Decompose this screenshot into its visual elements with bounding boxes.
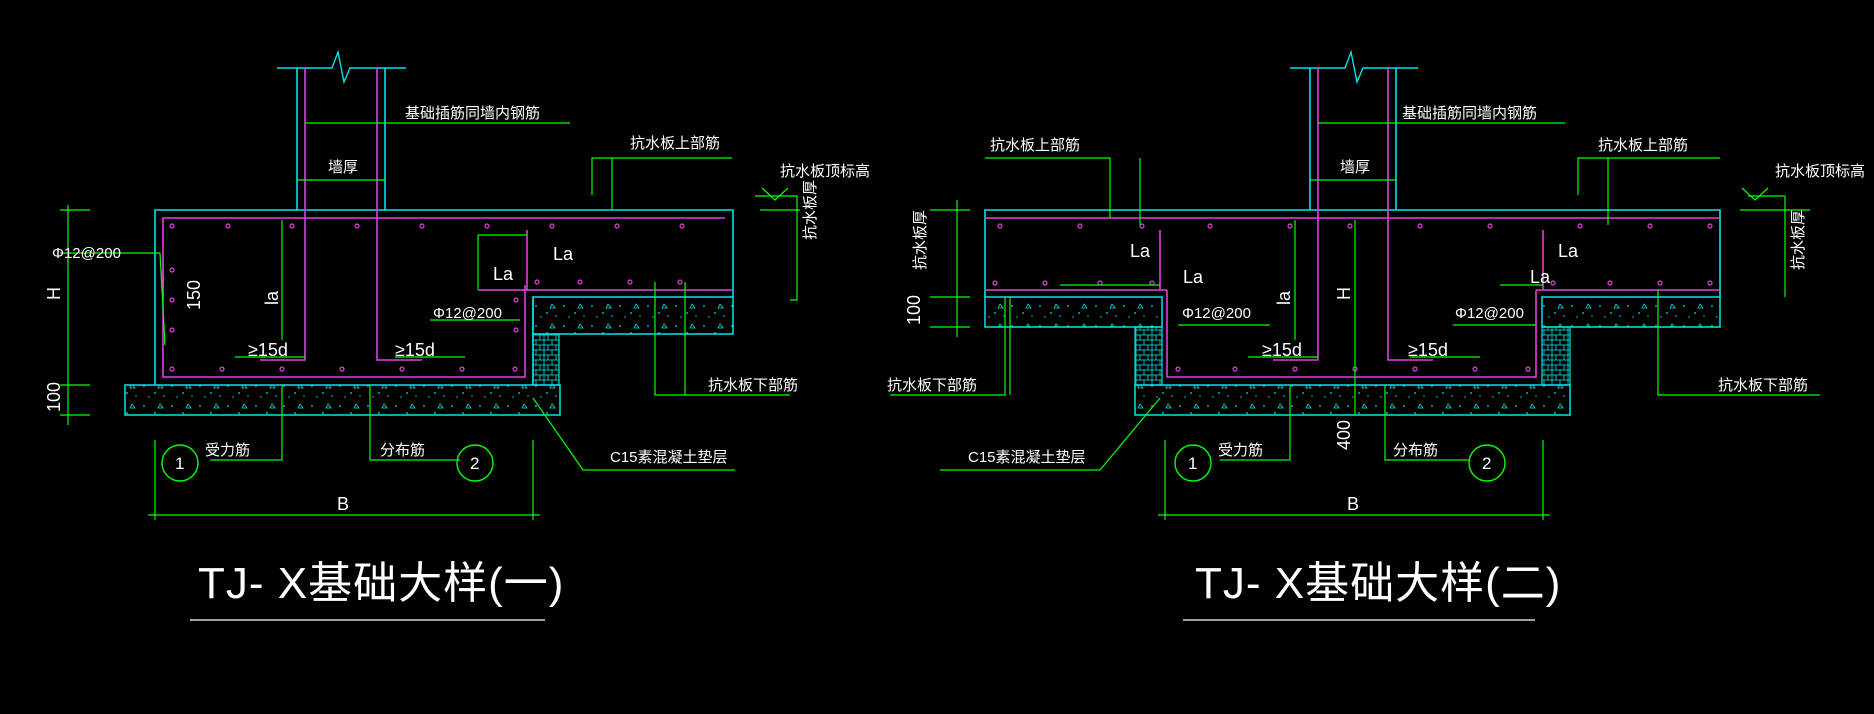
slab-right: [1541, 296, 1721, 328]
label2-wall-thickness: 墙厚: [1340, 159, 1370, 176]
label2-slab-top-elev: 抗水板顶标高: [1775, 162, 1865, 180]
leaders-2: [890, 122, 1820, 621]
detail-2: 基础插筋同墙内钢筋 墙厚 抗水板上部筋 抗水板上部筋 抗水板顶标高 抗水板厚 抗…: [887, 49, 1865, 621]
dim-La-1: La: [553, 244, 574, 264]
dim2-400: 400: [1334, 420, 1354, 450]
dim2-La-right1: La: [1558, 241, 1579, 261]
break-symbol-2: [1290, 49, 1418, 85]
brick-left: [1134, 326, 1163, 386]
anchor2-right: ≥15d: [1408, 340, 1448, 360]
label2-dist-bar: 分布筋: [1393, 442, 1438, 459]
detail-2-title: TJ- X基础大样(二): [1195, 559, 1561, 608]
rebar-wall-right: [376, 68, 422, 361]
label2-slab-bottom-left: 抗水板下部筋: [887, 376, 977, 394]
brick-right: [1541, 326, 1571, 386]
slab-left: [984, 296, 1163, 328]
dim2-H: H: [1334, 287, 1354, 300]
label-slab-thickness: 抗水板厚: [801, 180, 819, 240]
label-dist-bar: 分布筋: [380, 442, 425, 459]
dim2-La-left: La: [1130, 241, 1151, 261]
dim-la: la: [262, 290, 282, 305]
cushion-layer: [124, 384, 561, 416]
detail-1: 基础插筋同墙内钢筋 墙厚 抗水板上部筋 抗水板顶标高 抗水板厚 Φ12@200 …: [44, 49, 870, 621]
dim2-la: la: [1274, 290, 1294, 305]
label2-stirrup-left: Φ12@200: [1182, 305, 1251, 322]
dim2-100: 100: [904, 295, 924, 325]
label2-slab-thickness-left: 抗水板厚: [911, 210, 929, 270]
dim-La-2: La: [493, 264, 514, 284]
slab-lower: [532, 296, 734, 335]
label-slab-bottom-rebar: 抗水板下部筋: [708, 376, 798, 394]
footing-outline-2: [984, 209, 1721, 297]
dim-100: 100: [44, 382, 64, 412]
marker-1-circle: [161, 444, 199, 482]
anchor2-left: ≥15d: [1262, 340, 1302, 360]
rebar-wall-left: [260, 68, 306, 361]
label-main-bar: 受力筋: [205, 442, 250, 459]
label2-slab-top-right: 抗水板上部筋: [1598, 136, 1688, 154]
marker-2-circle: [456, 444, 494, 482]
dim2-La-mid: La: [1183, 267, 1204, 287]
marker-1-text: 1: [175, 454, 184, 473]
label-slab-top-rebar: 抗水板上部筋: [630, 134, 720, 152]
label-wall-thickness: 墙厚: [328, 159, 358, 176]
dim-150: 150: [184, 280, 204, 310]
label2-cushion: C15素混凝土垫层: [968, 449, 1086, 466]
marker-2-text: 2: [470, 454, 479, 473]
marker2-2-text: 2: [1482, 454, 1491, 473]
cushion-layer-2: [1134, 384, 1571, 416]
label-cushion: C15素混凝土垫层: [610, 449, 728, 466]
label-stirrup-mid: Φ12@200: [433, 305, 502, 322]
label2-slab-bottom-right: 抗水板下部筋: [1718, 376, 1808, 394]
label2-slab-thickness-right: 抗水板厚: [1789, 210, 1807, 270]
rebar2-bottom: [1166, 290, 1537, 378]
anchor-right: ≥15d: [395, 340, 435, 360]
label-stirrup-left: Φ12@200: [52, 245, 121, 262]
dim-H: H: [44, 287, 64, 300]
anchor-left: ≥15d: [248, 340, 288, 360]
rebar-bottom: [162, 270, 526, 378]
dim-B: B: [337, 494, 349, 514]
footing-outline: [154, 209, 734, 385]
brick-wall: [532, 333, 560, 386]
dim2-La-right2: La: [1530, 267, 1551, 287]
rebar-footing: [162, 217, 725, 300]
label2-stirrup-right: Φ12@200: [1455, 305, 1524, 322]
label-slab-top-elev: 抗水板顶标高: [780, 162, 870, 180]
detail-1-title: TJ- X基础大样(一): [198, 559, 564, 608]
rebar-dots-1: [169, 223, 685, 372]
label2-slab-top-left: 抗水板上部筋: [990, 136, 1080, 154]
marker2-1-text: 1: [1188, 454, 1197, 473]
leaders-1: [60, 122, 800, 621]
break-symbol: [277, 49, 406, 85]
label2-main-bar: 受力筋: [1218, 442, 1263, 459]
label-wall-rebar: 基础插筋同墙内钢筋: [405, 105, 540, 122]
label2-wall-rebar: 基础插筋同墙内钢筋: [1402, 105, 1537, 122]
dim2-B: B: [1347, 494, 1359, 514]
